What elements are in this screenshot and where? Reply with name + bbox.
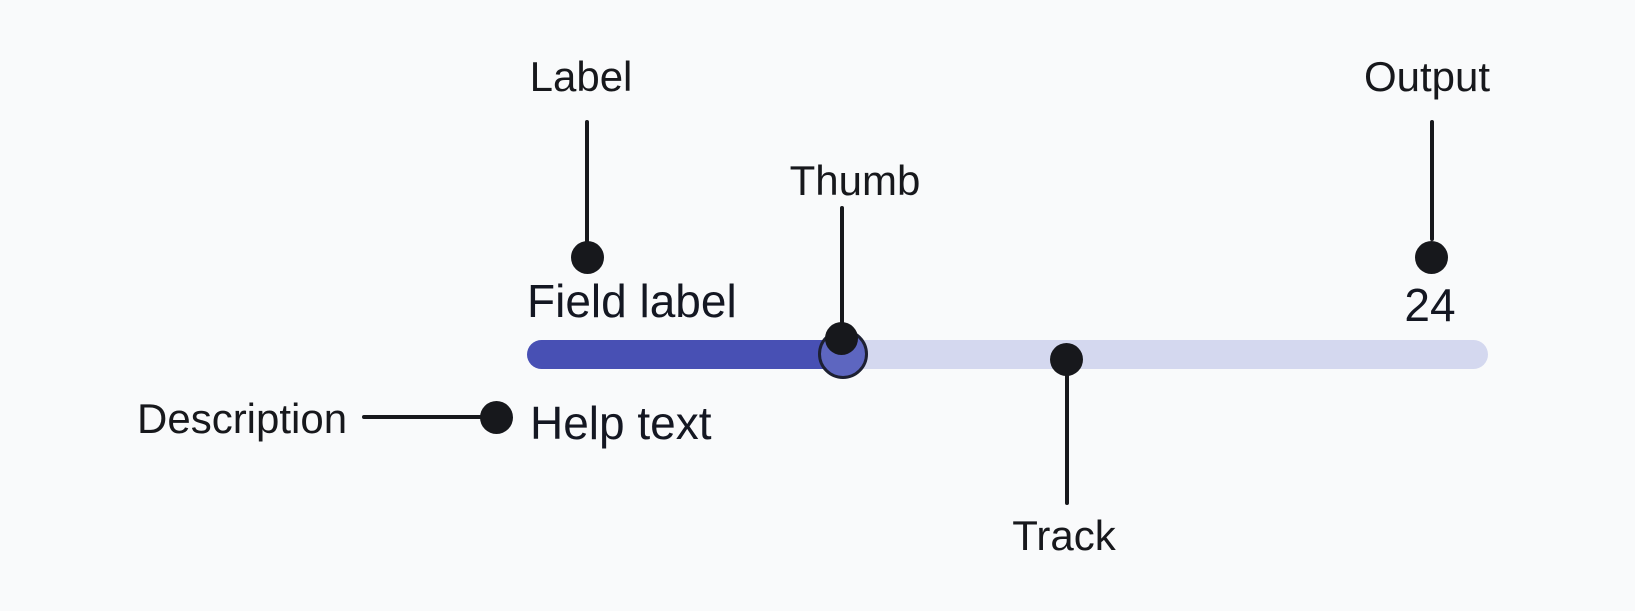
annotation-output-line bbox=[1430, 120, 1434, 241]
slider-track-fill bbox=[527, 340, 845, 369]
annotation-thumb-text: Thumb bbox=[789, 157, 921, 204]
annotation-track-line bbox=[1065, 374, 1069, 505]
annotation-output-dot bbox=[1415, 241, 1448, 274]
slider-field-label: Field label bbox=[527, 275, 737, 327]
slider-track[interactable] bbox=[527, 340, 1488, 369]
annotation-thumb-dot bbox=[825, 322, 858, 355]
annotation-label-text: Label bbox=[529, 53, 633, 100]
annotation-track-text: Track bbox=[1012, 512, 1116, 559]
annotation-label-dot bbox=[571, 241, 604, 274]
slider-help-text: Help text bbox=[530, 397, 712, 449]
annotation-thumb-line bbox=[840, 206, 844, 324]
slider-output-value: 24 bbox=[1404, 279, 1456, 331]
annotation-track-dot bbox=[1050, 343, 1083, 376]
annotation-description-dot bbox=[480, 401, 513, 434]
annotation-description-text: Description bbox=[137, 395, 348, 442]
annotation-output-text: Output bbox=[1363, 53, 1491, 100]
annotation-description-line bbox=[362, 415, 484, 419]
annotation-label-line bbox=[585, 120, 589, 244]
